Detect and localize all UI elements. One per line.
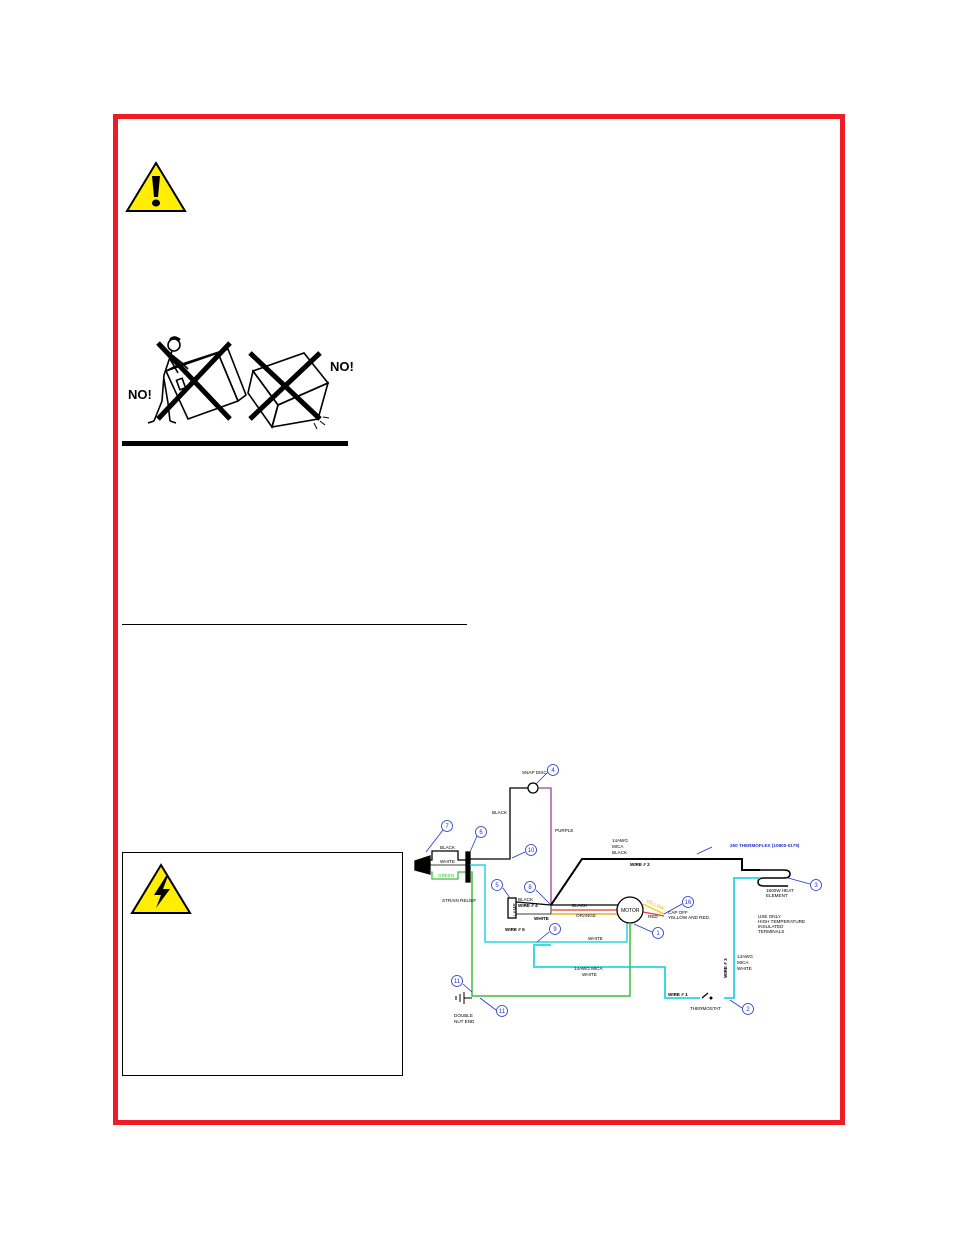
- label-strain-relief: STRAIN RELIEF: [442, 898, 476, 903]
- label-mica-white-right-1: 14AWG: [737, 954, 753, 959]
- label-green: GREEN: [438, 873, 454, 878]
- label-black-lamp: BLACK: [518, 897, 534, 902]
- callout-7: 7: [445, 824, 449, 830]
- label-mica-white-bottom-2: WHITE: [582, 972, 597, 977]
- label-mica-white-right-2: MICA: [737, 960, 749, 965]
- label-mica-black-1: 14AWG: [612, 838, 628, 843]
- label-white-lamp: WHITE: [534, 916, 549, 921]
- label-orange: ORANGE: [576, 913, 596, 918]
- callout-1: 1: [656, 931, 660, 937]
- heat-element: [757, 869, 791, 887]
- cross-mark-left-2: [156, 341, 232, 421]
- callout-5: 5: [495, 883, 499, 889]
- callout-2: 2: [746, 1007, 750, 1013]
- no-label-right: NO!: [330, 359, 354, 374]
- callout-9: 9: [553, 927, 557, 933]
- label-use-only-4: TERMINALS: [758, 929, 784, 934]
- label-cap-off-2: YELLOW AND RED.: [668, 915, 710, 920]
- no-tipping-illustration: NO! NO!: [122, 336, 354, 446]
- callout-4: 4: [551, 768, 555, 774]
- callout-16: 16: [685, 900, 692, 906]
- label-white-mid: WHITE: [588, 936, 603, 941]
- red-border-frame: [113, 114, 845, 1125]
- label-double-nut-2: NUT END: [454, 1019, 475, 1024]
- label-heat-element-1: 1800W HEAT: [766, 888, 794, 893]
- label-wire-5: WIRE # 5: [505, 927, 525, 932]
- label-use-only-3: INSULATED: [758, 924, 784, 929]
- label-purple: PURPLE: [555, 828, 573, 833]
- label-white-top: WHITE: [440, 859, 455, 864]
- label-thermoflex: 250 THERMOFLEX (10800-0179): [730, 843, 800, 848]
- label-double-nut-1: DOUBLE: [454, 1013, 473, 1018]
- label-lamp: LAMP: [512, 903, 517, 916]
- lamp: [507, 897, 517, 919]
- thermostat: [701, 992, 709, 999]
- label-black-motor: BLACK: [572, 903, 588, 908]
- illustration-base-rule: [122, 441, 348, 446]
- callout-11b: 11: [499, 1009, 506, 1015]
- cross-mark-right-2: [248, 351, 322, 421]
- power-plug: [414, 855, 431, 875]
- label-red: RED: [648, 914, 658, 919]
- label-mica-black-3: BLACK: [612, 850, 628, 855]
- label-motor: MOTOR: [621, 908, 640, 914]
- label-wire-3: WIRE # 3: [723, 958, 728, 978]
- label-wire-4: WIRE # 4: [518, 903, 538, 908]
- callout-6: 6: [479, 830, 483, 836]
- person-pushing-figure: [147, 336, 189, 424]
- section-underline: [122, 624, 467, 625]
- label-cap-off-1: CAP OFF: [668, 910, 688, 915]
- label-mica-black-2: MICA: [612, 844, 624, 849]
- label-heat-element-2: ELEMENT: [766, 893, 788, 898]
- label-use-only-2: HIGH TEMPERATURE: [758, 919, 805, 924]
- label-thermostat: THERMOSTAT: [690, 1006, 721, 1011]
- electrical-warning-box: [122, 852, 403, 1076]
- label-black-vertical: BLACK: [492, 810, 508, 815]
- callout-3: 3: [814, 883, 818, 889]
- label-mica-white-right-3: WHITE: [737, 966, 752, 971]
- label-wire-1: WIRE # 1: [668, 992, 688, 997]
- snap-disc: [527, 782, 539, 794]
- label-mica-white-bottom-1: 14AWG MICA: [574, 966, 604, 971]
- label-use-only-1: USE ONLY: [758, 914, 781, 919]
- exclamation-triangle-icon: [125, 161, 187, 212]
- callout-11: 11: [454, 979, 461, 985]
- wiring-diagram: 4 7 6 10 3 5 8 16 9 1 11 11 2 SNAP DISC …: [414, 764, 822, 1024]
- callout-10: 10: [528, 848, 535, 854]
- strain-relief: [465, 851, 471, 883]
- label-wire-2: WIRE # 2: [630, 862, 650, 867]
- lightning-triangle-icon: [130, 863, 192, 914]
- label-black-top: BLACK: [440, 845, 456, 850]
- label-snap-disc: SNAP DISC: [522, 770, 547, 775]
- no-label-left: NO!: [128, 387, 152, 402]
- callout-8: 8: [528, 885, 532, 891]
